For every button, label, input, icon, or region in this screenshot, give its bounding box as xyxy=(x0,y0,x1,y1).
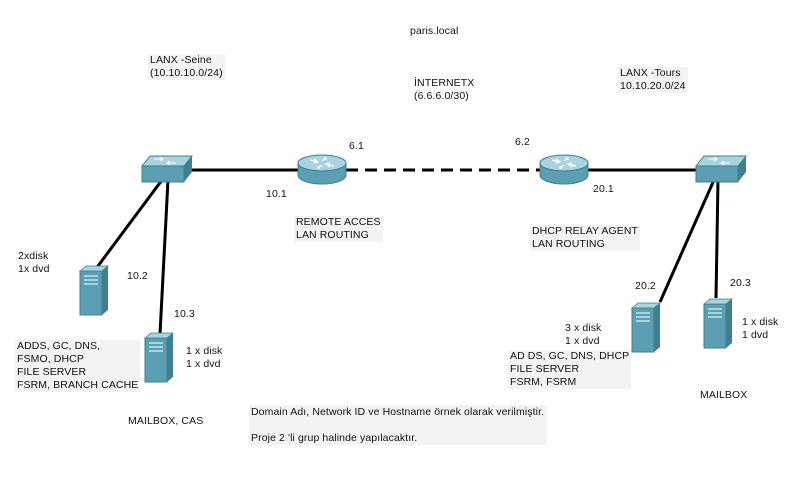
server-10-3-disks: 1 x disk 1 x dvd xyxy=(186,345,222,371)
lan-left-label: LANX -Seine (10.10.10.0/24) xyxy=(148,54,225,80)
router-left-lan-ip: 10.1 xyxy=(266,188,287,200)
switch-right-icon[interactable] xyxy=(692,154,748,184)
disk-spec: 1 dvd xyxy=(742,329,769,341)
wan-label: İNTERNETX (6.6.6.0/30) xyxy=(414,77,474,103)
link-switch-right-server-20-2 xyxy=(658,179,716,303)
link-switch-right-server-20-3 xyxy=(714,179,720,299)
server-10-3-label: MAILBOX, CAS xyxy=(128,415,204,427)
disk-spec: 1 x dvd xyxy=(186,358,221,370)
disk-spec: 1x dvd xyxy=(18,263,50,275)
domain-name-label: paris.local xyxy=(410,25,459,37)
wan-subnet: (6.6.6.0/30) xyxy=(414,90,469,102)
router-right-roles: DHCP RELAY AGENT LAN ROUTING xyxy=(530,225,641,251)
note-line: Proje 2 'li grup halinde yapılacaktır. xyxy=(251,432,418,444)
server-role: AD DS, GC, DNS, DHCP xyxy=(510,350,630,362)
disk-spec: 1 x dvd xyxy=(565,335,600,347)
server-role: FILE SERVER xyxy=(17,366,87,378)
server-role: FSMO, DHCP xyxy=(17,353,84,365)
router-right-role: LAN ROUTING xyxy=(532,238,605,250)
server-20-2-ip: 20.2 xyxy=(635,280,656,292)
disk-spec: 1 x disk xyxy=(186,345,223,357)
router-left-wan-ip: 6.1 xyxy=(349,140,364,152)
server-role: FSRM, FSRM xyxy=(510,376,577,388)
server-10-2-disks: 2xdisk 1x dvd xyxy=(18,250,50,276)
lan-left-name: LANX -Seine xyxy=(150,54,212,66)
server-10-3-ip: 10.3 xyxy=(174,308,195,320)
router-left-role: REMOTE ACCES xyxy=(296,216,381,228)
switch-left-icon[interactable] xyxy=(138,154,194,184)
lan-right-name: LANX -Tours xyxy=(620,67,681,79)
disk-spec: 1 x disk xyxy=(742,316,779,328)
server-10-2-ip: 10.2 xyxy=(127,270,148,282)
disk-spec: 2xdisk xyxy=(18,250,49,262)
server-20-3-label: MAILBOX xyxy=(700,389,748,401)
server-10-3-icon[interactable] xyxy=(143,332,177,384)
link-switch-left-server-10-2 xyxy=(93,179,164,271)
note-line: Domain Adı, Network ID ve Hostname örnek… xyxy=(251,406,545,418)
disk-spec: 3 x disk xyxy=(565,322,602,334)
lan-right-label: LANX -Tours 10.10.20.0/24 xyxy=(618,67,688,93)
server-10-2-roles: ADDS, GC, DNS, FSMO, DHCP FILE SERVER FS… xyxy=(15,340,141,392)
router-right-icon[interactable] xyxy=(538,153,590,187)
server-role: FILE SERVER xyxy=(510,363,580,375)
server-20-3-ip: 20.3 xyxy=(730,277,751,289)
lan-right-subnet: 10.10.20.0/24 xyxy=(620,80,686,92)
project-notes: Domain Adı, Network ID ve Hostname örnek… xyxy=(249,405,547,445)
server-role: ADDS, GC, DNS, xyxy=(17,340,101,352)
router-left-roles: REMOTE ACCES LAN ROUTING xyxy=(294,216,383,242)
wan-name: İNTERNETX xyxy=(414,77,475,89)
lan-left-subnet: (10.10.10.0/24) xyxy=(150,67,223,79)
server-20-2-roles: AD DS, GC, DNS, DHCP FILE SERVER FSRM, F… xyxy=(508,350,632,389)
router-right-role: DHCP RELAY AGENT xyxy=(532,225,639,237)
server-20-3-icon[interactable] xyxy=(702,298,736,350)
link-switch-left-server-10-3 xyxy=(158,179,170,335)
router-right-wan-ip: 6.2 xyxy=(515,136,530,148)
router-right-lan-ip: 20.1 xyxy=(593,183,614,195)
server-role: FSRM, BRANCH CACHE xyxy=(17,379,139,391)
router-left-icon[interactable] xyxy=(296,153,348,187)
router-left-role: LAN ROUTING xyxy=(296,229,369,241)
server-20-3-disks: 1 x disk 1 dvd xyxy=(742,316,778,342)
server-20-2-disks: 3 x disk 1 x dvd xyxy=(565,322,601,348)
server-20-2-icon[interactable] xyxy=(630,302,664,354)
server-10-2-icon[interactable] xyxy=(78,265,112,317)
